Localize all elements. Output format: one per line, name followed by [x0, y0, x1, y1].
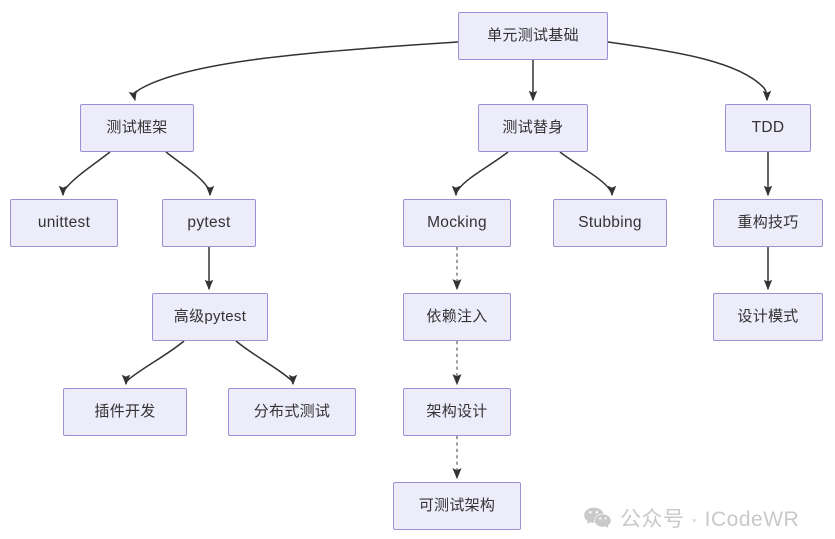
edge-doubles-to-mocking — [451, 151, 509, 197]
node-root[interactable]: 单元测试基础 — [458, 12, 608, 60]
node-di[interactable]: 依赖注入 — [403, 293, 511, 341]
edge-framework-to-pytest — [165, 151, 215, 197]
node-stubbing[interactable]: Stubbing — [553, 199, 667, 247]
node-label: 高级pytest — [173, 308, 247, 325]
node-refactor[interactable]: 重构技巧 — [713, 199, 823, 247]
node-label: pytest — [187, 213, 231, 231]
node-unittest[interactable]: unittest — [10, 199, 118, 247]
node-label: 可测试架构 — [418, 497, 496, 514]
edge-framework-to-unittest — [58, 151, 111, 197]
node-label: Stubbing — [578, 213, 642, 231]
node-plugin[interactable]: 插件开发 — [63, 388, 187, 436]
node-label: 分布式测试 — [253, 403, 331, 420]
edge-root-to-tdd — [607, 41, 772, 102]
edge-advpytest-to-plugin — [121, 340, 185, 386]
node-label: 架构设计 — [426, 403, 488, 420]
edge-root-to-framework — [128, 41, 459, 102]
watermark-text: 公众号 · ICodeWR — [620, 508, 800, 531]
node-label: 插件开发 — [94, 403, 156, 420]
node-label: TDD — [751, 118, 785, 136]
watermark: 公众号 · ICodeWR — [584, 503, 799, 533]
edge-doubles-to-stubbing — [559, 151, 617, 197]
node-distributed[interactable]: 分布式测试 — [228, 388, 356, 436]
node-label: 设计模式 — [737, 308, 799, 325]
node-patterns[interactable]: 设计模式 — [713, 293, 823, 341]
node-framework[interactable]: 测试框架 — [80, 104, 194, 152]
node-label: 测试框架 — [106, 119, 168, 136]
node-label: Mocking — [427, 213, 487, 231]
node-arch[interactable]: 架构设计 — [403, 388, 511, 436]
node-label: 重构技巧 — [737, 214, 799, 231]
edge-advpytest-to-distributed — [235, 340, 298, 386]
node-pytest[interactable]: pytest — [162, 199, 256, 247]
node-label: 单元测试基础 — [487, 27, 579, 44]
wechat-icon — [584, 507, 611, 528]
node-mocking[interactable]: Mocking — [403, 199, 511, 247]
node-label: 依赖注入 — [426, 308, 488, 325]
node-tdd[interactable]: TDD — [725, 104, 811, 152]
node-doubles[interactable]: 测试替身 — [478, 104, 588, 152]
node-label: 测试替身 — [502, 119, 564, 136]
node-testable[interactable]: 可测试架构 — [393, 482, 521, 530]
node-label: unittest — [37, 213, 91, 231]
node-advpytest[interactable]: 高级pytest — [152, 293, 268, 341]
